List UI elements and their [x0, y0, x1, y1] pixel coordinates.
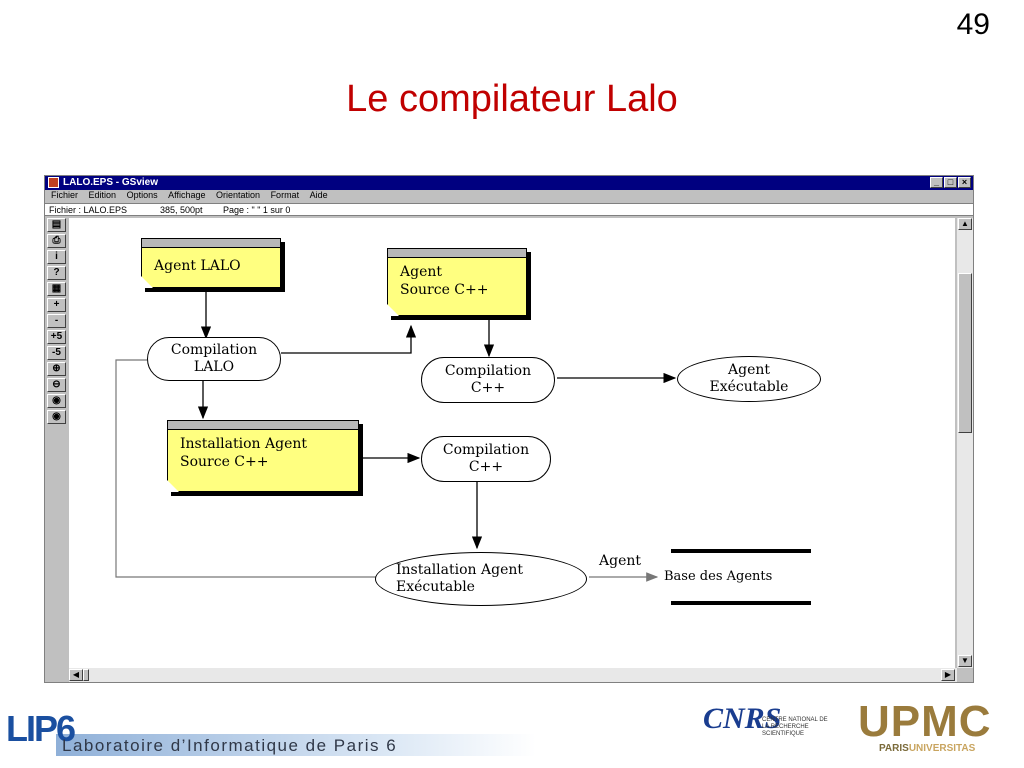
- maximize-button[interactable]: □: [944, 177, 957, 188]
- menu-format[interactable]: Format: [270, 190, 300, 200]
- note-installation-source-text: Installation Agent Source C++: [180, 436, 308, 470]
- skip-forward-5-button[interactable]: +5: [47, 330, 66, 344]
- scroll-down-icon[interactable]: ▼: [958, 655, 972, 667]
- diagram-connectors: [115, 291, 811, 605]
- paris-suffix: UNIVERSITAS: [908, 743, 976, 754]
- menu-affichage[interactable]: Affichage: [168, 190, 206, 200]
- window-titlebar[interactable]: LALO.EPS - GSview _ □ ×: [45, 176, 973, 190]
- note-fold: [167, 480, 179, 492]
- next-page-button[interactable]: +: [47, 298, 66, 312]
- info-button[interactable]: i: [47, 250, 66, 264]
- vertical-scrollbar[interactable]: ▲ ▼: [957, 218, 973, 668]
- footer-band: [56, 734, 536, 756]
- status-coords: 385, 500pt: [160, 205, 203, 215]
- upmc-logo: UPMC: [858, 697, 992, 746]
- status-page: Page : " " 1 sur 0: [223, 205, 291, 215]
- note-agent-lalo: Agent LALO: [141, 238, 281, 288]
- node-compilation-cpp-2: Compilation C++: [421, 436, 551, 482]
- edge-label-agent: Agent: [599, 553, 641, 569]
- zoom-out-icon[interactable]: ⊖: [47, 378, 66, 392]
- node-agent-executable: Agent Exécutable: [677, 356, 821, 402]
- arrow-compilation-agentsource: [281, 324, 417, 354]
- vertical-scroll-thumb[interactable]: [958, 273, 972, 433]
- node-compilation-cpp-1: Compilation C++: [421, 357, 555, 403]
- menu-edition[interactable]: Edition: [88, 190, 117, 200]
- clipboard-icon[interactable]: ▦: [47, 282, 66, 296]
- cnrs-caption: CENTRE NATIONAL DE LA RECHERCHE SCIENTIF…: [762, 717, 828, 737]
- note-agent-lalo-text: Agent LALO: [154, 258, 241, 274]
- scroll-right-icon[interactable]: ▶: [941, 669, 955, 681]
- menu-aide[interactable]: Aide: [309, 190, 328, 200]
- toolbar: ▤ ⎙ i ? ▦ + - +5 -5 ⊕ ⊖ ◉ ◉: [47, 218, 67, 426]
- open-page-icon[interactable]: ▤: [47, 218, 66, 232]
- print-icon[interactable]: ⎙: [47, 234, 66, 248]
- note-agent-source-text: Agent Source C++: [400, 264, 489, 298]
- node-compilation-lalo: Compilation LALO: [147, 337, 281, 381]
- document-canvas[interactable]: Agent LALO Agent Source C++ Compilation …: [69, 218, 955, 668]
- menu-orientation[interactable]: Orientation: [216, 190, 261, 200]
- note-fold: [387, 304, 399, 316]
- view-alt-icon[interactable]: ◉: [47, 410, 66, 424]
- base-des-agents: Base des Agents: [664, 569, 773, 584]
- note-installation-agent-source: Installation Agent Source C++: [167, 420, 359, 492]
- node-installation-agent-executable: Installation Agent Exécutable: [375, 552, 587, 606]
- gsview-window: LALO.EPS - GSview _ □ × Fichier Edition …: [44, 175, 974, 683]
- minimize-button[interactable]: _: [930, 177, 943, 188]
- menu-fichier[interactable]: Fichier: [51, 190, 79, 200]
- menubar: Fichier Edition Options Affichage Orient…: [45, 190, 973, 202]
- lab-name: Laboratoire d’Informatique de Paris 6: [62, 736, 398, 755]
- cnrs-logo: CNRS: [703, 702, 782, 735]
- skip-back-5-button[interactable]: -5: [47, 346, 66, 360]
- window-title: LALO.EPS - GSview: [63, 177, 159, 188]
- horizontal-scroll-thumb[interactable]: [83, 669, 89, 681]
- slide-title: Le compilateur Lalo: [346, 78, 678, 120]
- zoom-in-icon[interactable]: ⊕: [47, 362, 66, 376]
- scroll-up-icon[interactable]: ▲: [958, 218, 972, 230]
- view-icon[interactable]: ◉: [47, 394, 66, 408]
- help-button[interactable]: ?: [47, 266, 66, 280]
- scroll-left-icon[interactable]: ◀: [69, 669, 83, 681]
- status-bar: Fichier : LALO.EPS 385, 500pt Page : " "…: [45, 203, 973, 216]
- close-button[interactable]: ×: [958, 177, 971, 188]
- note-agent-source-cpp: Agent Source C++: [387, 248, 527, 316]
- gsview-app-icon[interactable]: [48, 177, 59, 188]
- paris-universitas-label: PARISUNIVERSITAS: [879, 743, 975, 754]
- note-fold: [141, 276, 153, 288]
- status-file: Fichier : LALO.EPS: [49, 205, 128, 215]
- horizontal-scrollbar[interactable]: ◀ ▶: [69, 668, 957, 682]
- menu-options[interactable]: Options: [126, 190, 158, 200]
- arrow-lalo-to-installexec: [115, 359, 396, 582]
- lip6-logo: LIP6: [6, 708, 76, 749]
- paris-prefix: PARIS: [879, 743, 909, 754]
- slide-number: 49: [956, 8, 990, 41]
- prev-page-button[interactable]: -: [47, 314, 66, 328]
